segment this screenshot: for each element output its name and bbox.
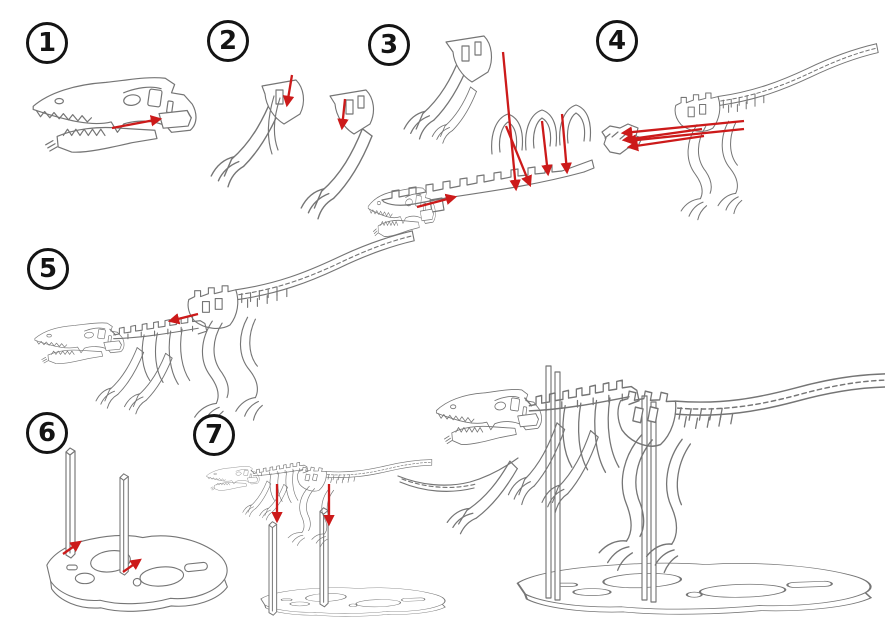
step-2-drawing: [210, 74, 375, 220]
step-6-number-label: 6: [37, 418, 57, 448]
step-5-number: 5: [27, 248, 69, 290]
step-1-number-label: 1: [37, 28, 57, 58]
step-7-number: 7: [193, 414, 235, 456]
step-6-drawing: [46, 447, 228, 612]
step-3-drawing: [367, 35, 595, 237]
step-1-number: 1: [26, 22, 68, 64]
step-4-drawing: [601, 43, 879, 221]
step-5-number-label: 5: [38, 254, 58, 284]
step-7-number-label: 7: [204, 420, 224, 450]
step-5-drawing: [35, 230, 415, 428]
step-7-drawing: [207, 433, 446, 617]
step-4-number: 4: [596, 20, 638, 62]
step-4-number-label: 4: [607, 26, 627, 56]
final-model-drawing: [397, 313, 885, 625]
step-2-number-label: 2: [218, 26, 238, 56]
step-3-number-label: 3: [379, 30, 399, 60]
step-6-number: 6: [26, 412, 68, 454]
step-2-number: 2: [207, 20, 249, 62]
step-1-drawing: [32, 77, 197, 153]
step-3-number: 3: [368, 24, 410, 66]
